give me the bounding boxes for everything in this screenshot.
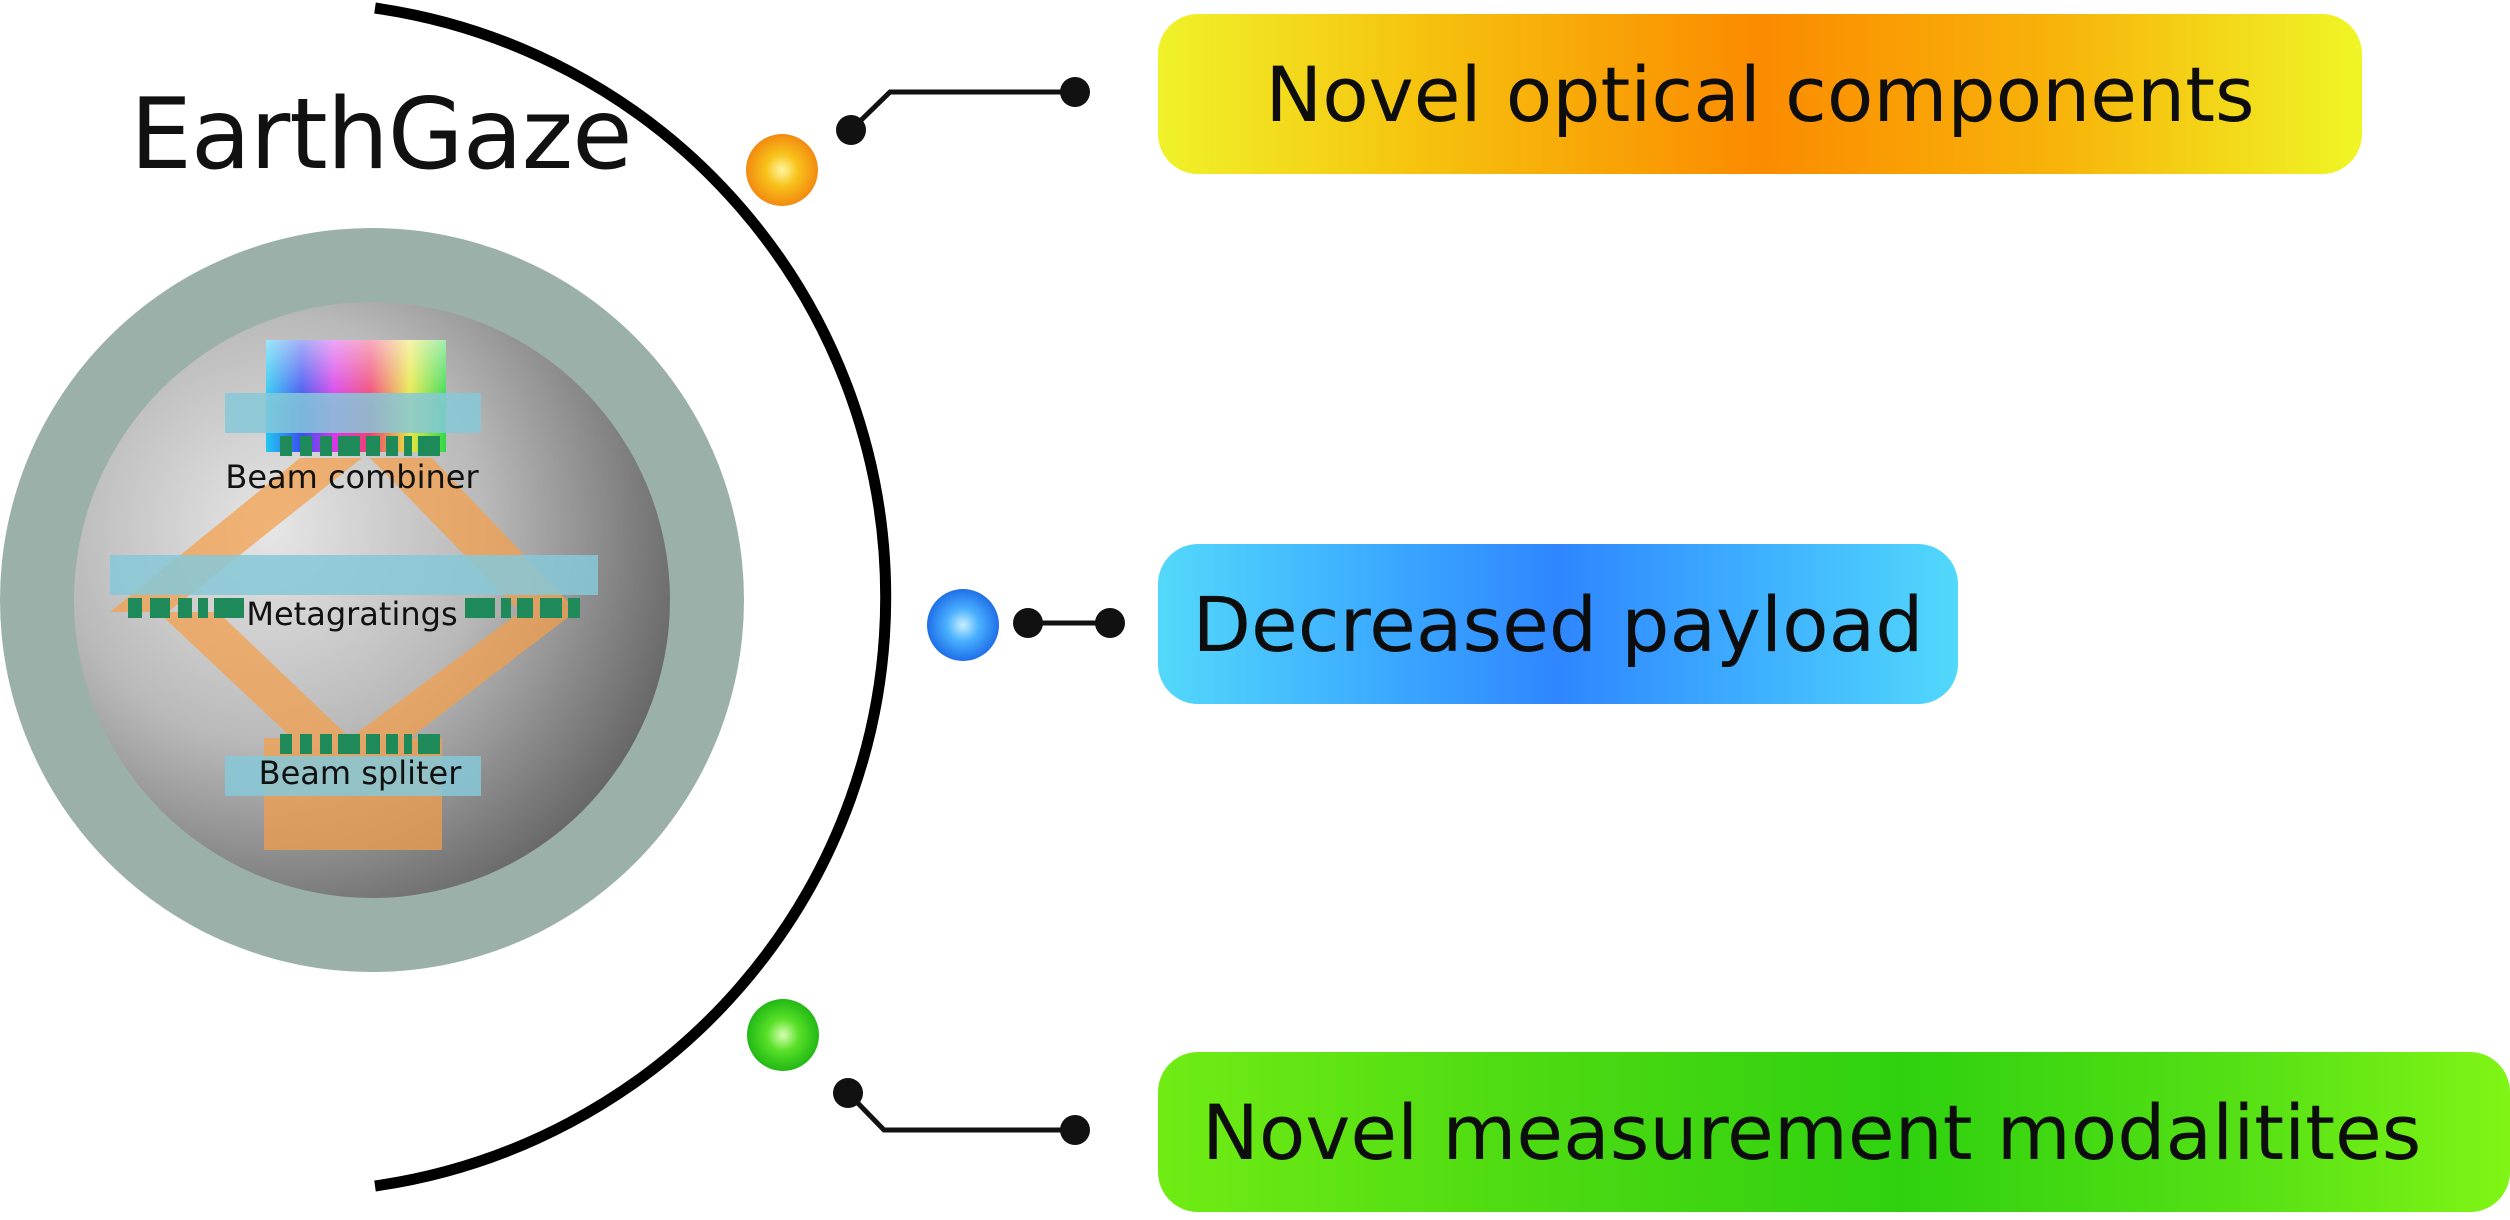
- main-arc: [374, 2, 892, 1192]
- beam-lower-left: [158, 612, 350, 738]
- combiner-gratings: [280, 436, 440, 456]
- metagrating-right: [465, 598, 580, 618]
- connector-3-start-dot: [833, 1078, 863, 1108]
- feature-label: Decreased payload: [1192, 579, 1924, 669]
- feature-pill-decreased-payload: Decreased payload: [1158, 544, 1958, 704]
- node-orange: [746, 134, 818, 206]
- splitter-gratings: [280, 734, 440, 754]
- connector-3: [846, 1091, 1075, 1133]
- feature-pill-optical-components: Novel optical components: [1158, 14, 2362, 174]
- connector-3-end-dot: [1060, 1115, 1090, 1145]
- connector-2-end-dot: [1095, 608, 1125, 638]
- feature-pill-measurement-modalities: Novel measurement modalitites: [1158, 1052, 2510, 1212]
- metagratings-plate: [110, 555, 598, 595]
- label-beam-splitter: Beam spliter: [258, 754, 462, 792]
- beam-lower-right: [350, 612, 575, 738]
- device-inner-disc: [74, 302, 670, 898]
- node-blue: [927, 589, 999, 661]
- connector-1-end-dot: [1060, 77, 1090, 107]
- label-metagratings: Metagratings: [246, 595, 458, 633]
- feature-label: Novel measurement modalitites: [1202, 1087, 2422, 1177]
- metagrating-left: [128, 598, 244, 618]
- splitter-plate: [225, 756, 481, 796]
- feature-label: Novel optical components: [1265, 49, 2255, 139]
- connector-1: [849, 89, 1075, 132]
- label-beam-combiner: Beam combiner: [225, 458, 479, 496]
- connector-1-start-dot: [836, 115, 866, 145]
- node-green: [747, 999, 819, 1071]
- connector-2-start-dot: [1013, 608, 1043, 638]
- page-title: EarthGaze: [130, 78, 633, 192]
- combiner-plate: [225, 393, 481, 433]
